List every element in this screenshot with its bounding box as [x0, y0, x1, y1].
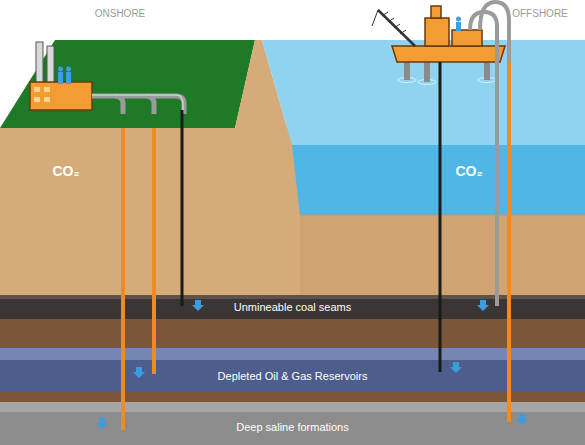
- surface-pipes: [92, 96, 184, 114]
- surface-pipes-highlight: [92, 95, 183, 113]
- band-label: Depleted Oil & Gas Reservoirs: [218, 370, 368, 383]
- region-heading: OFFSHORE: [512, 8, 568, 20]
- region-heading: ONSHORE: [95, 8, 146, 20]
- water-surface: [262, 40, 585, 145]
- gas-label: CO₂: [52, 163, 79, 180]
- saline-band: Deep saline formations: [0, 416, 585, 440]
- injection-well: [181, 110, 184, 306]
- coal-seam-band: Unmineable coal seams: [0, 298, 585, 318]
- reservoir-band-rim: [0, 348, 585, 360]
- flow-arrow: [96, 300, 528, 429]
- rock-band: [0, 319, 585, 348]
- saline-band-rim: [0, 402, 585, 412]
- gas-label: CO₂: [455, 163, 482, 180]
- band-label: Deep saline formations: [236, 421, 349, 434]
- reservoir-band: [0, 348, 585, 392]
- injection-well: [439, 62, 442, 372]
- band-label: Unmineable coal seams: [234, 301, 351, 314]
- injection-well: [121, 128, 125, 430]
- reservoir-band: Depleted Oil & Gas Reservoirs: [0, 364, 585, 390]
- rock-band: [0, 392, 585, 402]
- power-plant: [30, 42, 92, 110]
- injection-well: [152, 128, 156, 374]
- surface-pipes: [470, 2, 509, 306]
- seafloor-line: [300, 215, 585, 216]
- saline-band: [0, 402, 585, 445]
- land-surface: [0, 40, 255, 128]
- injection-well: [507, 62, 511, 422]
- seabed: [300, 215, 585, 298]
